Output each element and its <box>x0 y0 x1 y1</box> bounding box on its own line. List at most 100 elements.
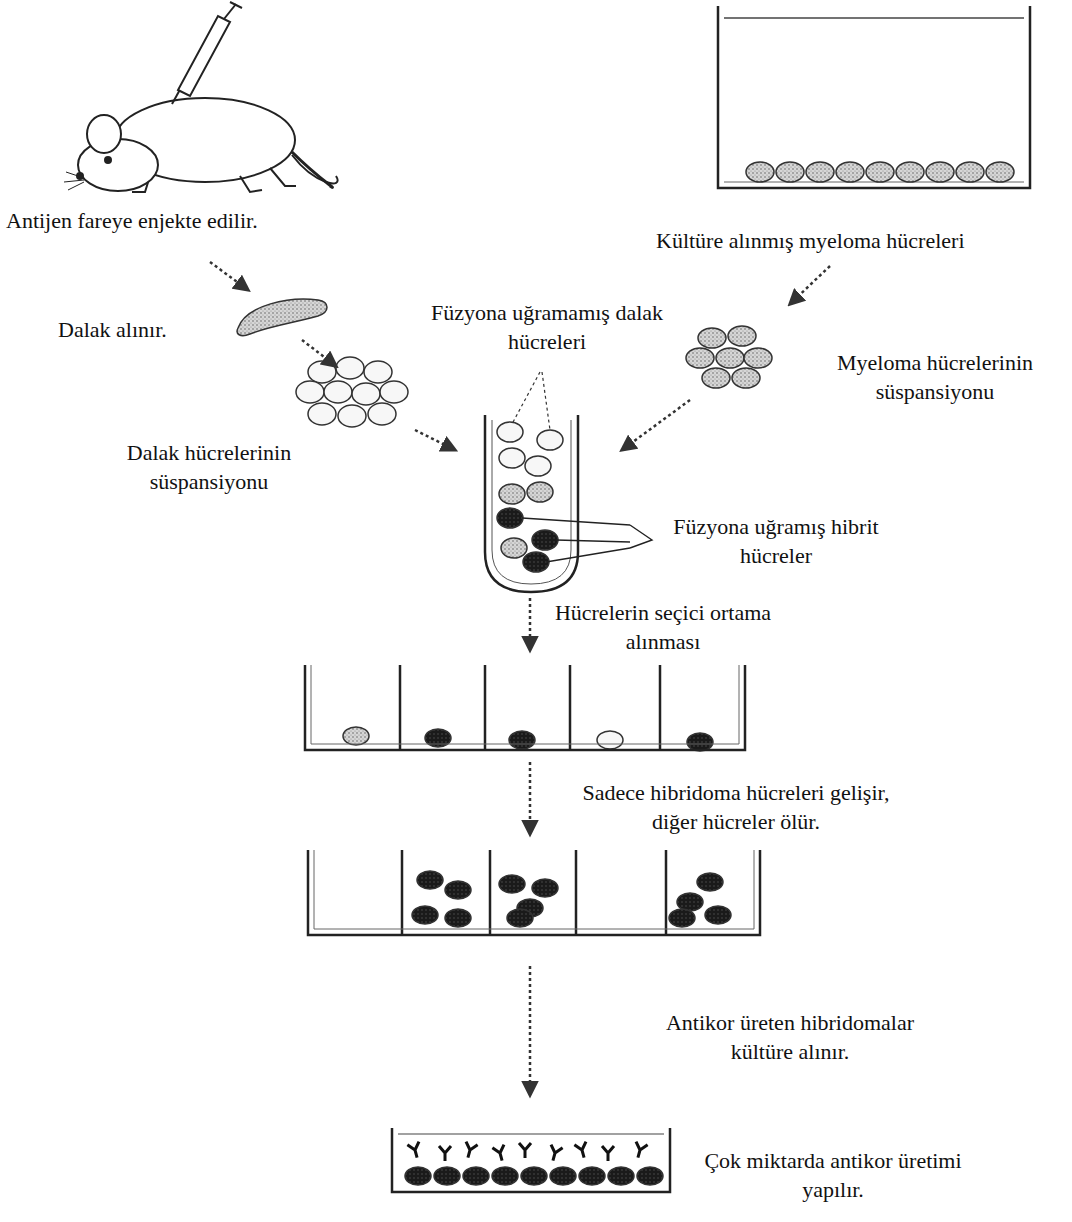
caption-label: Dalak hücrelerinin süspansiyonu <box>98 438 320 496</box>
cell <box>716 348 744 368</box>
antibody <box>439 1146 451 1161</box>
caption-label: Füzyona uğramış hibrit hücreler <box>665 512 887 570</box>
cell <box>579 1167 605 1185</box>
cell <box>492 1167 518 1185</box>
cell <box>669 909 695 927</box>
cell <box>597 731 623 749</box>
antibody <box>632 1142 647 1160</box>
caption-label: Kültüre alınmış myeloma hücreleri <box>656 226 1066 255</box>
antibody <box>602 1146 614 1161</box>
caption-label: Füzyona uğramamış dalak hücreleri <box>427 298 667 356</box>
antibody <box>462 1142 477 1160</box>
cell <box>608 1167 634 1185</box>
process-arrow <box>529 598 532 650</box>
cell <box>744 348 772 368</box>
cell <box>412 906 438 924</box>
culture-dish <box>398 1133 664 1134</box>
process-arrow <box>415 430 455 450</box>
well-plate <box>305 665 745 750</box>
cell <box>405 1167 431 1185</box>
cell <box>836 162 864 182</box>
cell <box>926 162 954 182</box>
caption-label: Dalak alınır. <box>58 315 248 344</box>
process-arrow <box>622 400 690 450</box>
leader-line <box>542 372 550 430</box>
leader-line <box>522 518 630 525</box>
cell <box>728 326 756 346</box>
cell <box>697 873 723 891</box>
cell <box>463 1167 489 1185</box>
cell <box>324 381 352 403</box>
cell <box>501 538 527 558</box>
mouse-tail <box>292 155 338 183</box>
cell <box>497 422 523 442</box>
cell <box>527 482 553 502</box>
caption-label: Antijen fareye enjekte edilir. <box>6 206 326 235</box>
cell <box>509 731 535 749</box>
cell <box>336 357 364 379</box>
antibody <box>574 1142 589 1160</box>
cell <box>296 381 324 403</box>
caption-label: Sadece hibridoma hücreleri gelişir, diğe… <box>560 778 912 836</box>
cell <box>499 875 525 893</box>
mouse-leg <box>270 168 296 186</box>
cell <box>308 403 336 425</box>
antibody <box>519 1143 531 1158</box>
cell <box>521 1167 547 1185</box>
spleen <box>237 299 327 336</box>
cell <box>702 368 730 388</box>
leader-bracket <box>630 525 652 548</box>
antibody <box>407 1142 422 1160</box>
cell <box>523 552 549 572</box>
cell <box>896 162 924 182</box>
cell <box>434 1167 460 1185</box>
process-arrow <box>529 762 532 834</box>
caption-label: Myeloma hücrelerinin süspansiyonu <box>804 348 1066 406</box>
process-arrow <box>302 340 336 366</box>
mouse-head <box>78 139 158 191</box>
well-plate <box>314 850 754 929</box>
cell <box>550 1167 576 1185</box>
cell <box>806 162 834 182</box>
cell <box>380 381 408 403</box>
mouse-ear <box>87 115 121 153</box>
cell <box>956 162 984 182</box>
caption-label: Hücrelerin seçici ortama alınması <box>552 598 774 656</box>
process-arrow <box>529 966 532 1095</box>
cell <box>364 361 392 383</box>
leader-line <box>512 372 540 424</box>
leader-line <box>546 548 630 562</box>
syringe <box>172 2 242 104</box>
cell <box>532 879 558 897</box>
leader-line <box>556 540 630 542</box>
antibody <box>492 1145 507 1163</box>
cell <box>343 727 369 745</box>
well-plate <box>311 665 739 744</box>
culture-dish <box>718 6 1030 188</box>
antibody <box>547 1145 562 1163</box>
test-tube <box>485 415 578 592</box>
cell <box>352 383 380 405</box>
cell <box>687 733 713 751</box>
cell <box>705 906 731 924</box>
cell <box>686 348 714 368</box>
cell <box>445 909 471 927</box>
cell <box>497 508 523 528</box>
caption-label: Çok miktarda antikor üretimi yapılır. <box>702 1146 964 1204</box>
cell <box>445 881 471 899</box>
well-plate <box>308 850 760 935</box>
mouse-whiskers <box>64 172 84 190</box>
cell <box>525 456 551 476</box>
cell <box>732 368 760 388</box>
cell <box>532 530 558 550</box>
culture-dish <box>724 17 1024 19</box>
cell <box>338 405 366 427</box>
cell <box>866 162 894 182</box>
cell <box>698 328 726 348</box>
syringe-plunger <box>230 2 242 8</box>
cell <box>776 162 804 182</box>
cell <box>986 162 1014 182</box>
caption-label: Antikor üreten hibridomalar kültüre alın… <box>640 1008 940 1066</box>
syringe-plunger <box>224 4 236 19</box>
